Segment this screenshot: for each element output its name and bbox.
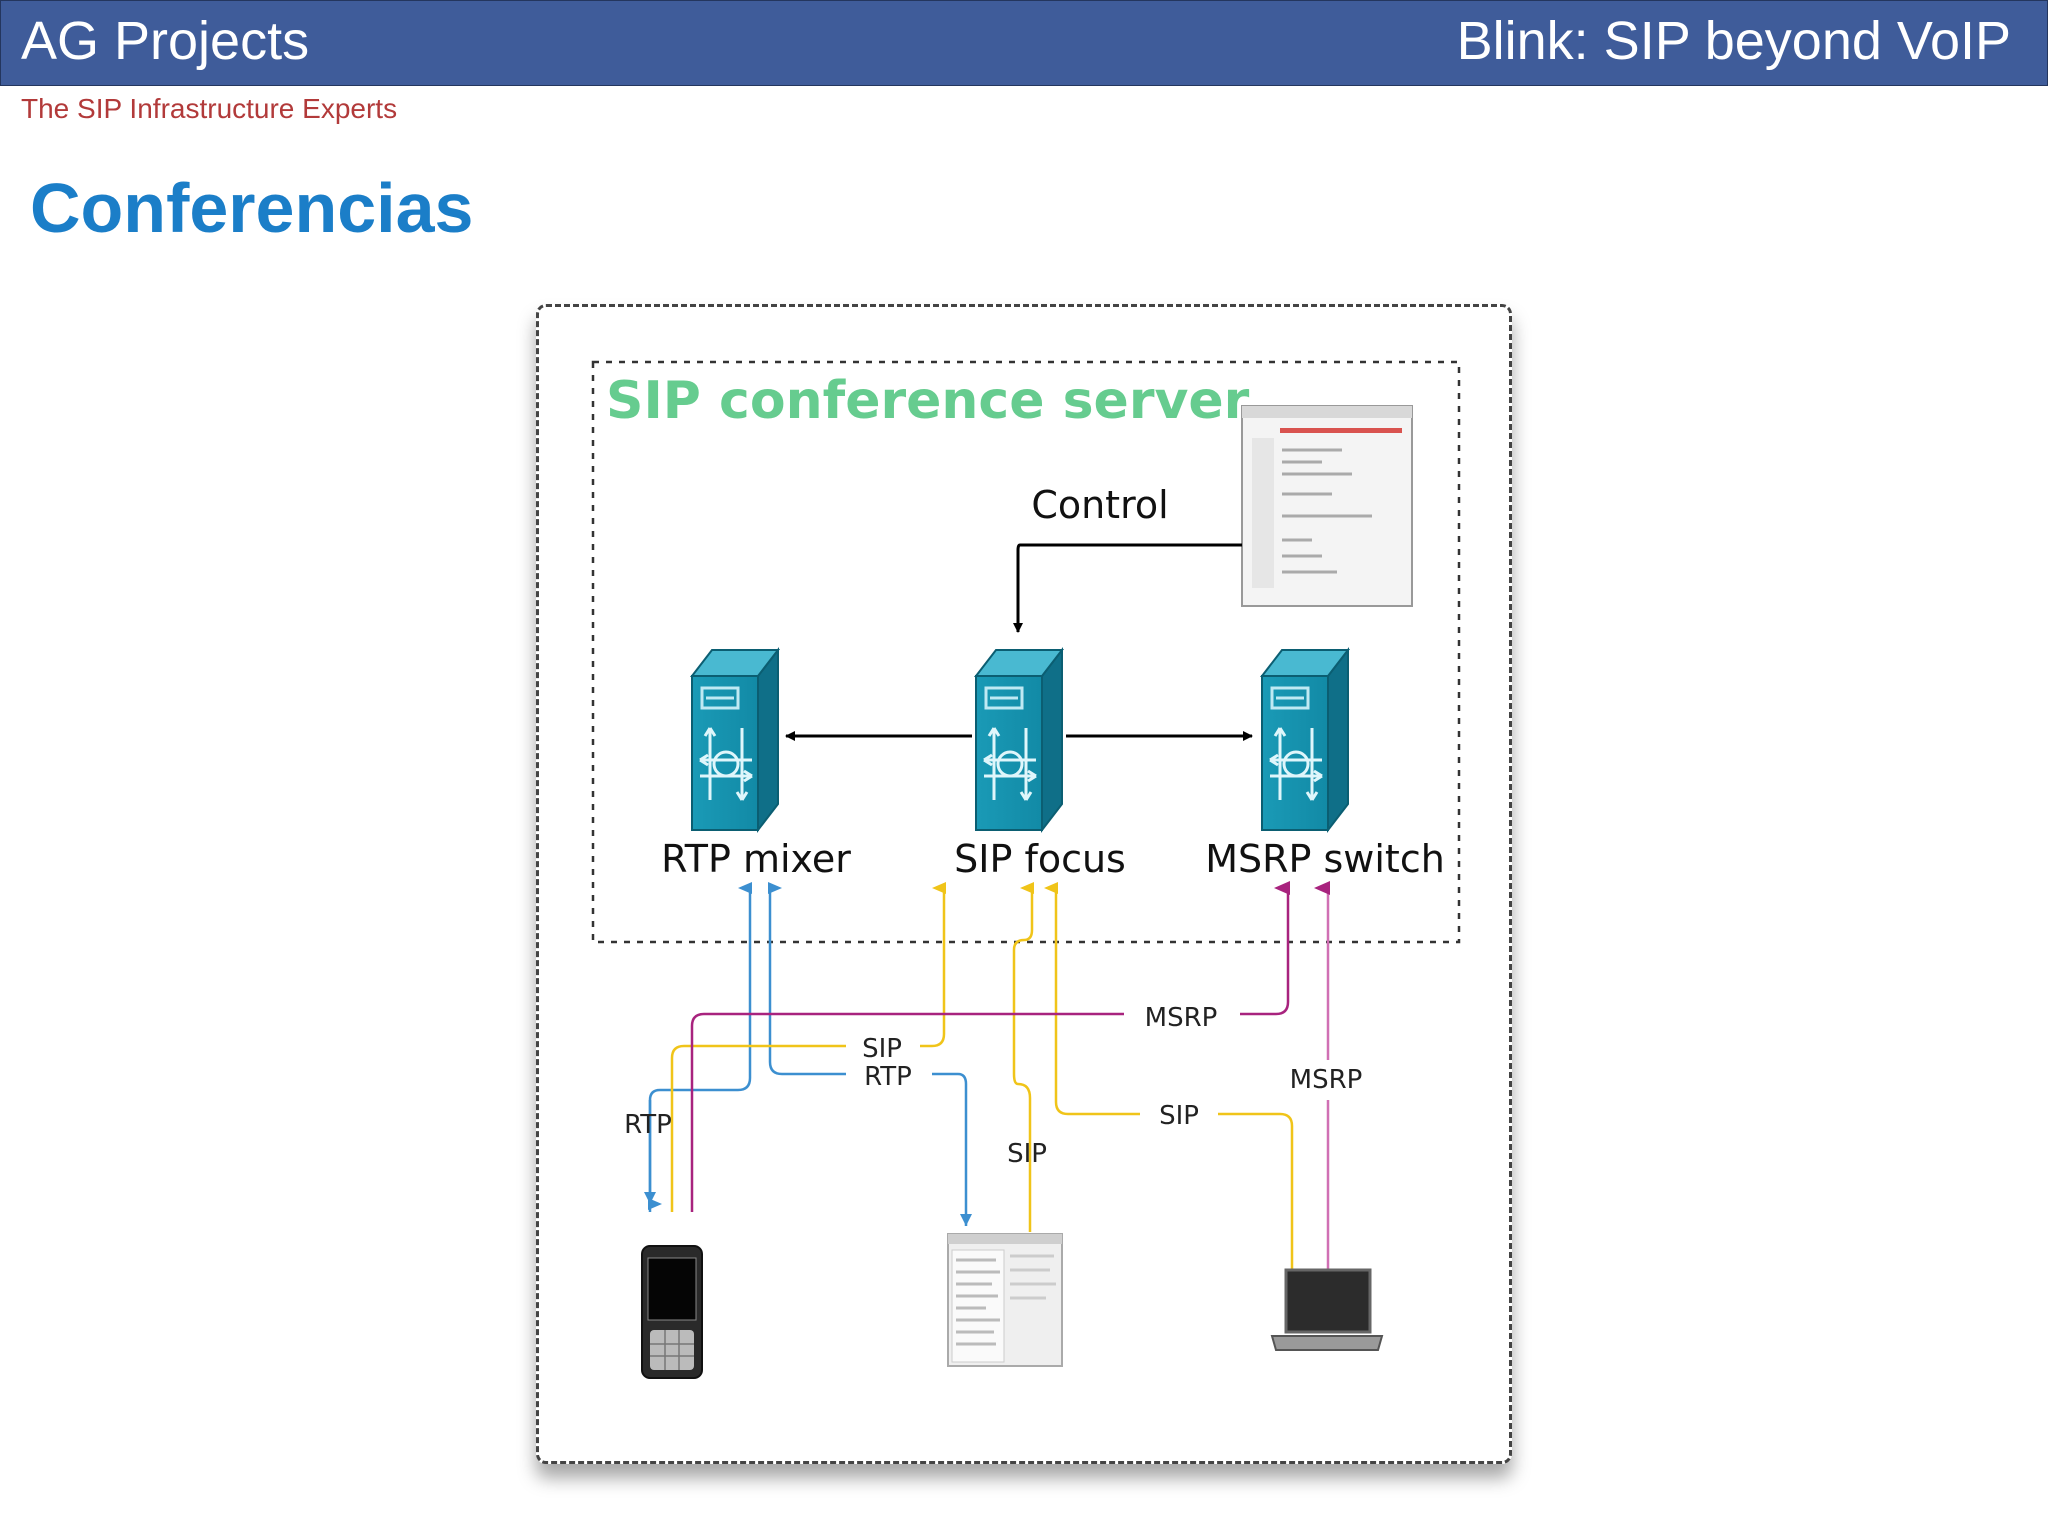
conference-server-label: SIP conference server — [606, 371, 1250, 431]
sip-link-phone — [670, 1044, 846, 1212]
rtp-label-mid: RTP — [864, 1062, 912, 1092]
rtp-link-desktop-down — [932, 1072, 968, 1226]
sip-label-right: SIP — [1159, 1101, 1199, 1131]
sip-label-mid: SIP — [862, 1034, 902, 1064]
control-label: Control — [1031, 483, 1168, 527]
mobile-phone-icon — [641, 1245, 703, 1379]
desktop-client-icon — [947, 1233, 1063, 1367]
control-arrow — [1013, 543, 1242, 633]
sip-link-phone-up — [920, 882, 946, 1048]
msrp-label-top: MSRP — [1145, 1003, 1218, 1033]
sip-focus-label: SIP focus — [954, 837, 1126, 881]
rtp-mixer-server-icon — [690, 648, 780, 832]
sip-label-center: SIP — [1007, 1139, 1047, 1169]
laptop-icon — [1270, 1268, 1384, 1351]
rtp-link-desktop-up — [768, 882, 846, 1076]
sip-link-desktop — [1012, 882, 1034, 1232]
rtp-desktop-arrowhead — [960, 1214, 972, 1226]
sip-link-laptop — [1218, 1112, 1294, 1270]
msrp-label-right: MSRP — [1290, 1065, 1363, 1095]
company-name: AG Projects — [21, 11, 310, 71]
web-control-panel-thumbnail — [1241, 405, 1413, 607]
presentation-title: Blink: SIP beyond VoIP — [1456, 11, 2011, 71]
rtp-label-left: RTP — [624, 1110, 672, 1140]
msrp-switch-label: MSRP switch — [1205, 837, 1445, 881]
rtp-link-phone — [648, 882, 752, 1212]
company-tagline: The SIP Infrastructure Experts — [21, 93, 398, 124]
sip-link-laptop-up — [1044, 882, 1140, 1116]
slide-title: Conferencias — [30, 169, 474, 247]
msrp-link-phone — [690, 1012, 1124, 1212]
conference-server-box — [591, 360, 1461, 944]
rtp-mixer-label: RTP mixer — [661, 837, 851, 881]
rtp-phone-arrowhead — [644, 1192, 656, 1204]
msrp-switch-server-icon — [1260, 648, 1350, 832]
msrp-link-phone-up — [1240, 881, 1290, 1016]
header-bar: AG Projects Blink: SIP beyond VoIP — [0, 0, 2048, 86]
sip-focus-server-icon — [974, 648, 1064, 832]
